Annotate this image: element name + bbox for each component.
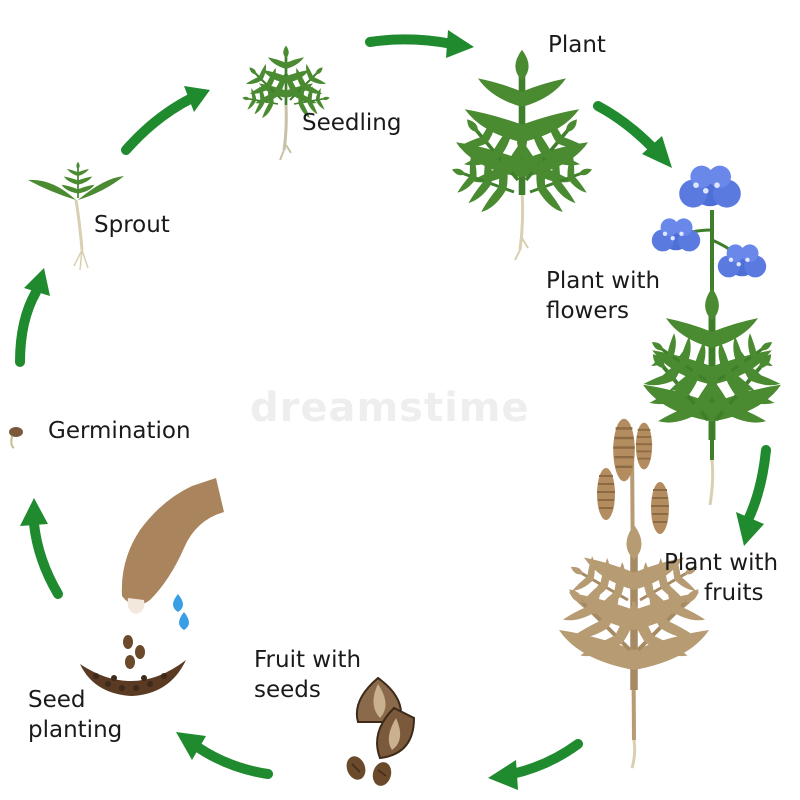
label-fruit-with-seeds-line1: Fruit with: [254, 647, 362, 673]
seedling-illustration: [233, 44, 339, 161]
arrow-seed-to-germination: [20, 498, 63, 599]
label-plant-with-flowers: Plant with flowers: [546, 266, 660, 326]
label-plant: Plant: [548, 32, 606, 58]
label-seed-planting: Seed planting: [28, 685, 122, 745]
watermark: dreamstime: [250, 385, 530, 431]
label-seedling: Seedling: [302, 110, 402, 136]
arrow-plant-to-flowers: [593, 101, 672, 168]
label-fruit-with-seeds-line2: seeds: [254, 677, 321, 703]
label-seed-planting-line1: Seed: [28, 687, 86, 713]
label-plant-with-fruits: Plant with fruits: [664, 548, 778, 608]
arrow-sprout-to-seedling: [121, 86, 210, 155]
label-germination: Germination: [48, 418, 191, 444]
arrow-fruit-to-seed: [176, 732, 273, 779]
label-sprout: Sprout: [94, 212, 170, 238]
arrow-seedling-to-plant: [365, 30, 474, 58]
flowering-plant-illustration: [621, 165, 800, 506]
arrow-germination-to-sprout: [15, 268, 50, 367]
germinating-seed-illustration: [9, 427, 23, 449]
label-fruit-with-seeds: Fruit with seeds: [254, 645, 361, 705]
plant-illustration: [437, 50, 607, 261]
arrow-flowers-to-fruits: [736, 445, 771, 546]
label-plant-with-flowers-line2: flowers: [546, 298, 629, 324]
label-seed-planting-line2: planting: [28, 717, 123, 743]
fruit-with-seeds-illustration: [346, 676, 416, 786]
arrow-fruits-to-fruit: [488, 739, 583, 790]
fruiting-plant-illustration: [539, 417, 729, 769]
sprout-illustration: [28, 160, 124, 271]
cycle-arrows: [15, 30, 771, 790]
label-plant-with-fruits-line2: fruits: [704, 580, 764, 606]
seed-planting-illustration: [80, 478, 224, 696]
label-plant-with-fruits-line1: Plant with: [664, 550, 779, 576]
label-plant-with-flowers-line1: Plant with: [546, 268, 661, 294]
